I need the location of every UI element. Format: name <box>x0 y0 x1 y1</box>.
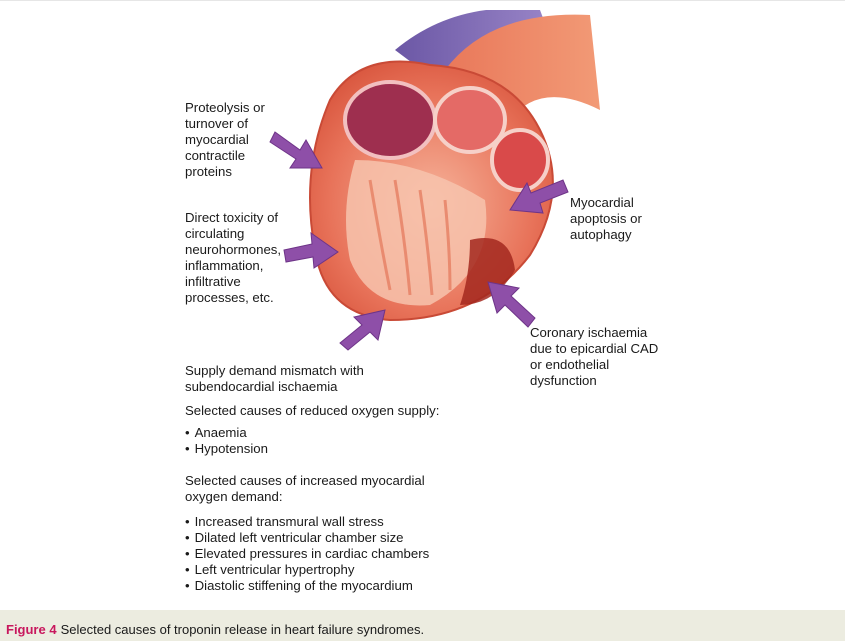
arrow-proteolysis <box>269 131 323 169</box>
list-item: Anaemia <box>185 425 268 441</box>
reduced-supply-list: Anaemia Hypotension <box>185 425 268 457</box>
label-coronary: Coronary ischaemia due to epicardial CAD… <box>530 325 659 388</box>
list-item: Diastolic stiffening of the myocardium <box>185 578 429 594</box>
label-toxicity: Direct toxicity of circulating neurohorm… <box>185 210 282 305</box>
arrow-supply <box>339 309 386 351</box>
caption-bar <box>0 610 845 641</box>
heart-illustration <box>309 10 600 322</box>
caption-text: Selected causes of troponin release in h… <box>60 622 425 637</box>
arrow-layer <box>269 131 569 351</box>
arrow-apoptosis <box>509 179 569 214</box>
right-chamber <box>490 128 550 192</box>
list-item: Hypotension <box>185 441 268 457</box>
list-item: Increased transmural wall stress <box>185 514 429 530</box>
increased-demand-list: Increased transmural wall stress Dilated… <box>185 514 430 594</box>
label-proteolysis: Proteolysis or turnover of myocardial co… <box>185 100 265 179</box>
reduced-supply-heading: Selected causes of reduced oxygen supply… <box>185 403 440 418</box>
list-item: Left ventricular hypertrophy <box>185 562 429 578</box>
ischaemic-region <box>460 238 515 305</box>
aortic-root <box>433 86 507 154</box>
label-apoptosis: Myocardial apoptosis or autophagy <box>570 195 642 242</box>
figure-label: Figure 4 <box>6 622 57 637</box>
arrow-coronary <box>487 281 536 328</box>
label-supply: Supply demand mismatch with subendocardi… <box>185 363 364 394</box>
figure-border <box>0 0 845 1</box>
left-ventricle <box>346 160 487 306</box>
list-item: Elevated pressures in cardiac chambers <box>185 546 430 562</box>
increased-demand-heading: Selected causes of increased myocardial … <box>185 473 425 504</box>
list-item: Dilated left ventricular chamber size <box>185 530 429 546</box>
arrow-toxicity <box>283 231 339 269</box>
